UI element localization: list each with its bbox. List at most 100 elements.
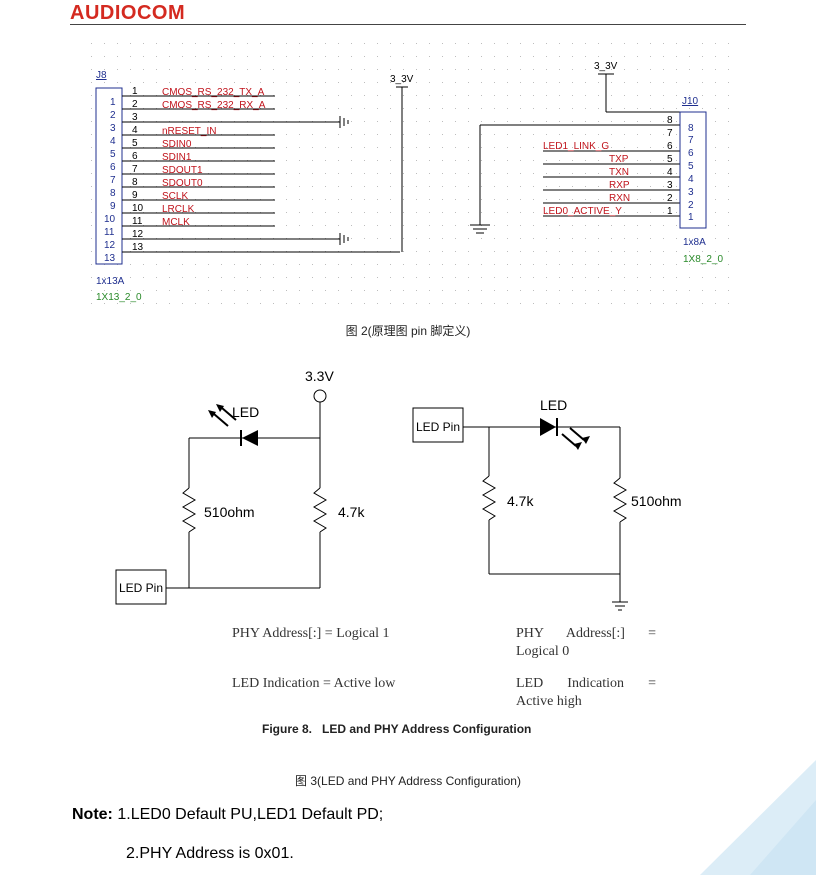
phy-address-right-line2: Logical 0 [516,644,570,659]
svg-text:3: 3 [110,123,116,134]
svg-text:4: 4 [688,174,694,185]
power-rail-right [470,73,680,234]
svg-text:3: 3 [667,180,673,191]
note-label: Note: [72,806,113,823]
svg-text:2: 2 [132,99,138,110]
led-pin-box-left [115,569,167,605]
corner-decoration [700,760,816,875]
svg-text:5: 5 [132,138,138,149]
svg-text:7: 7 [110,175,116,186]
svg-text:SCLK: SCLK [162,191,188,202]
led-indication-left: LED Indication = Active low [232,676,396,691]
led-label-right: LED [540,397,567,413]
power-rail-left [396,86,408,252]
svg-text:2: 2 [667,193,673,204]
j10-pin-indices: 8 7 6 5 4 3 2 1 [667,115,673,217]
svg-text:8: 8 [110,188,116,199]
note-line-1: Note: 1.LED0 Default PU,LED1 Default PD; [72,806,383,824]
schematic-caption: 图 2(原理图 pin 脚定义) [345,324,471,338]
phy-address-left: PHY Address[:] = Logical 1 [232,626,390,641]
j10-footprint: 1X8_2_0 [683,254,723,265]
led-pin-box-right [412,407,464,443]
svg-text:3: 3 [688,187,694,198]
svg-text:SDIN1: SDIN1 [162,152,192,163]
j8-pins [122,95,400,253]
led-pin-label-right: LED Pin [416,420,460,434]
led-pin-label-left: LED Pin [119,581,163,595]
phy-address-right-line1: PHY Address[:] = [516,626,656,641]
j10-net-labels: LED1_LINK_G TXP TXN RXP RXN LED0_ACTIVE_… [543,141,630,217]
svg-text:13: 13 [104,253,116,264]
svg-text:LED1_LINK_G: LED1_LINK_G [543,141,609,152]
j10-type: 1x8A [683,237,706,248]
j10-pin-numbers: 8 7 6 5 4 3 2 1 [688,123,694,223]
svg-text:10: 10 [104,214,116,225]
svg-text:7: 7 [132,164,138,175]
led-indication-right-line1: LED Indication = [516,676,656,691]
svg-text:4: 4 [132,125,138,136]
svg-text:CMOS_RS_232_RX_A: CMOS_RS_232_RX_A [162,100,266,111]
svg-text:8: 8 [667,115,673,126]
schematic-diagram: J8 1 2 3 4 5 6 7 8 9 10 11 12 13 1 2 3 4… [90,40,740,308]
led-indication-right-line2: Active high [516,694,582,709]
svg-text:5: 5 [667,154,673,165]
svg-text:6: 6 [688,148,694,159]
note-text-1: 1.LED0 Default PU,LED1 Default PD; [117,806,384,823]
svg-text:SDOUT0: SDOUT0 [162,178,203,189]
j10-body [679,111,707,229]
svg-text:TXN: TXN [609,167,629,178]
resistor-label-510-right: 510ohm [631,493,682,509]
svg-text:6: 6 [132,151,138,162]
supply-label: 3.3V [305,368,334,384]
svg-text:6: 6 [667,141,673,152]
svg-text:9: 9 [132,190,138,201]
led-left-icon [208,404,258,446]
j8-pin-indices: 1 2 3 4 5 6 7 8 9 10 11 12 13 [132,86,144,253]
svg-text:4: 4 [110,136,116,147]
figure-8-caption: Figure 8. LED and PHY Address Configurat… [262,722,532,736]
svg-text:1: 1 [667,206,673,217]
power-label-left: 3_3V [390,74,414,85]
svg-text:1: 1 [110,97,116,108]
svg-text:4: 4 [667,167,673,178]
svg-text:RXP: RXP [609,180,630,191]
led-figure-caption: 图 3(LED and PHY Address Configuration) [295,774,521,788]
svg-text:2: 2 [688,200,694,211]
svg-text:SDOUT1: SDOUT1 [162,165,203,176]
svg-text:LED0_ACTIVE_Y: LED0_ACTIVE_Y [543,206,622,217]
header-divider [70,24,746,25]
j8-pin-numbers: 1 2 3 4 5 6 7 8 9 10 11 12 13 [104,97,116,264]
svg-text:11: 11 [132,216,143,227]
svg-text:nRESET_IN: nRESET_IN [162,126,216,137]
svg-text:13: 13 [132,242,144,253]
j8-net-labels: CMOS_RS_232_TX_A CMOS_RS_232_RX_A nRESET… [162,87,266,228]
j8-body [95,87,123,265]
svg-text:8: 8 [132,177,138,188]
power-label-right: 3_3V [594,61,618,72]
led-circuit-diagram: 3.3V LED 510ohm 4.7k LED Pin LED LED Pin… [115,368,682,611]
svg-text:MCLK: MCLK [162,217,190,228]
resistor-label-47k-left: 4.7k [338,504,365,520]
svg-text:5: 5 [110,149,116,160]
brand-logo: AUDIOCOM [70,2,186,24]
svg-text:8: 8 [688,123,694,134]
svg-text:7: 7 [688,135,694,146]
svg-text:2: 2 [110,110,116,121]
svg-text:1: 1 [132,86,138,97]
svg-text:6: 6 [110,162,116,173]
j8-type: 1x13A [96,276,125,287]
svg-text:7: 7 [667,128,673,139]
j10-ref: J10 [682,96,699,107]
svg-text:11: 11 [104,227,115,238]
svg-text:12: 12 [104,240,116,251]
svg-text:RXN: RXN [609,193,630,204]
svg-text:SDIN0: SDIN0 [162,139,192,150]
led-label-left: LED [232,404,259,420]
svg-text:12: 12 [132,229,144,240]
j10-pins [543,150,680,217]
note-line-2: 2.PHY Address is 0x01. [126,845,294,862]
resistor-label-510-left: 510ohm [204,504,255,520]
svg-text:LRCLK: LRCLK [162,204,195,215]
resistor-label-47k-right: 4.7k [507,493,534,509]
svg-text:CMOS_RS_232_TX_A: CMOS_RS_232_TX_A [162,87,265,98]
